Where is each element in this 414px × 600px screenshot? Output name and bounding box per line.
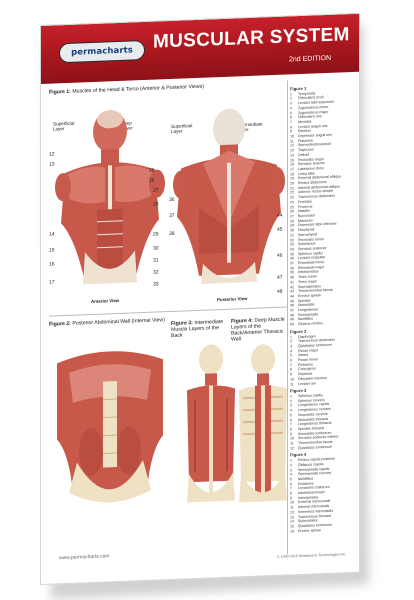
- figure1-callout-numbers: 12 13 14 15 16 17 25 26 27 28 29 30 31 32 33 36 37 3…: [49, 151, 283, 295]
- legend-item-label: Semispinalis cervicis: [298, 471, 332, 477]
- legend-item-number: 12: [290, 445, 294, 451]
- svg-text:38: 38: [169, 231, 175, 237]
- legend-item-label: Trapezius: [298, 147, 314, 153]
- posterior-torso-illustration: [173, 108, 285, 284]
- svg-text:13: 13: [49, 161, 55, 167]
- anterior-torso-illustration: [55, 110, 165, 285]
- svg-text:15: 15: [49, 247, 55, 253]
- svg-text:37: 37: [169, 213, 175, 219]
- svg-text:28: 28: [153, 201, 159, 207]
- figure2-subtitle: Posterior Abdominal Wall (Internal View): [72, 317, 165, 327]
- svg-text:12: 12: [49, 151, 55, 157]
- intermediate-back-muscles-illustration: [187, 344, 235, 503]
- svg-text:45: 45: [277, 227, 283, 233]
- legend-item-label: Levator ani: [298, 380, 316, 386]
- svg-text:27: 27: [153, 187, 159, 193]
- deep-back-muscles-illustration: [239, 344, 287, 503]
- legend-item-number: 50: [290, 322, 294, 327]
- legend-item-label: Depressor labii inferioris: [298, 221, 337, 228]
- footer-url: www.permacharts.com: [59, 553, 110, 562]
- svg-text:26: 26: [149, 178, 155, 184]
- legend-item-number: 11: [290, 381, 294, 386]
- legend-item-number: 16: [290, 528, 294, 534]
- svg-text:16: 16: [49, 261, 55, 267]
- svg-text:17: 17: [49, 279, 55, 285]
- legend-item-label: Procerus: [298, 204, 313, 209]
- svg-text:36: 36: [169, 197, 175, 203]
- legend-item-label: Quadratus lumborum: [298, 444, 332, 450]
- svg-text:30: 30: [153, 245, 159, 251]
- figure2-caption: Figure 2: Posterior Abdominal Wall (Inte…: [49, 317, 165, 327]
- svg-text:29: 29: [153, 231, 159, 237]
- edition-label: 2nd EDITION: [289, 54, 332, 64]
- svg-text:31: 31: [153, 257, 159, 263]
- legend-item-label: Erector spinae: [298, 527, 322, 533]
- legend-item-label: Sternocleidomastoid: [298, 142, 331, 148]
- legend-item-label: Gluteus medius: [298, 321, 323, 327]
- posterior-abdominal-wall-illustration: [57, 351, 163, 503]
- figure3-caption: Figure 3: Intermediate Muscle Layers of …: [171, 319, 229, 339]
- svg-text:47: 47: [277, 275, 283, 281]
- legend-item-label: Coccygeus: [298, 366, 316, 372]
- svg-text:25: 25: [149, 168, 155, 174]
- chart-sheet: permacharts MUSCULAR SYSTEM 2nd EDITION …: [40, 12, 360, 585]
- legend-divider: [287, 80, 288, 555]
- legend-item-label: Levator anguli oris: [298, 123, 328, 129]
- legend-item-label: Depressor anguli oris: [298, 132, 332, 139]
- svg-text:44: 44: [277, 213, 283, 219]
- svg-text:48: 48: [277, 289, 283, 295]
- legend-item-label: Semispinalis: [298, 312, 319, 317]
- legend-item-label: Psoas minor: [298, 357, 318, 363]
- svg-text:46: 46: [277, 253, 283, 259]
- svg-text:32: 32: [153, 269, 159, 275]
- figure4-caption: Figure 4: Deep Muscle Layers of the Back…: [231, 316, 291, 343]
- legend-item-label: Transversus abdominis: [298, 193, 336, 200]
- svg-text:33: 33: [153, 281, 159, 287]
- figure2-title: Figure 2:: [49, 320, 71, 328]
- legend-item-label: Psoas major: [298, 347, 318, 353]
- svg-text:14: 14: [49, 231, 55, 237]
